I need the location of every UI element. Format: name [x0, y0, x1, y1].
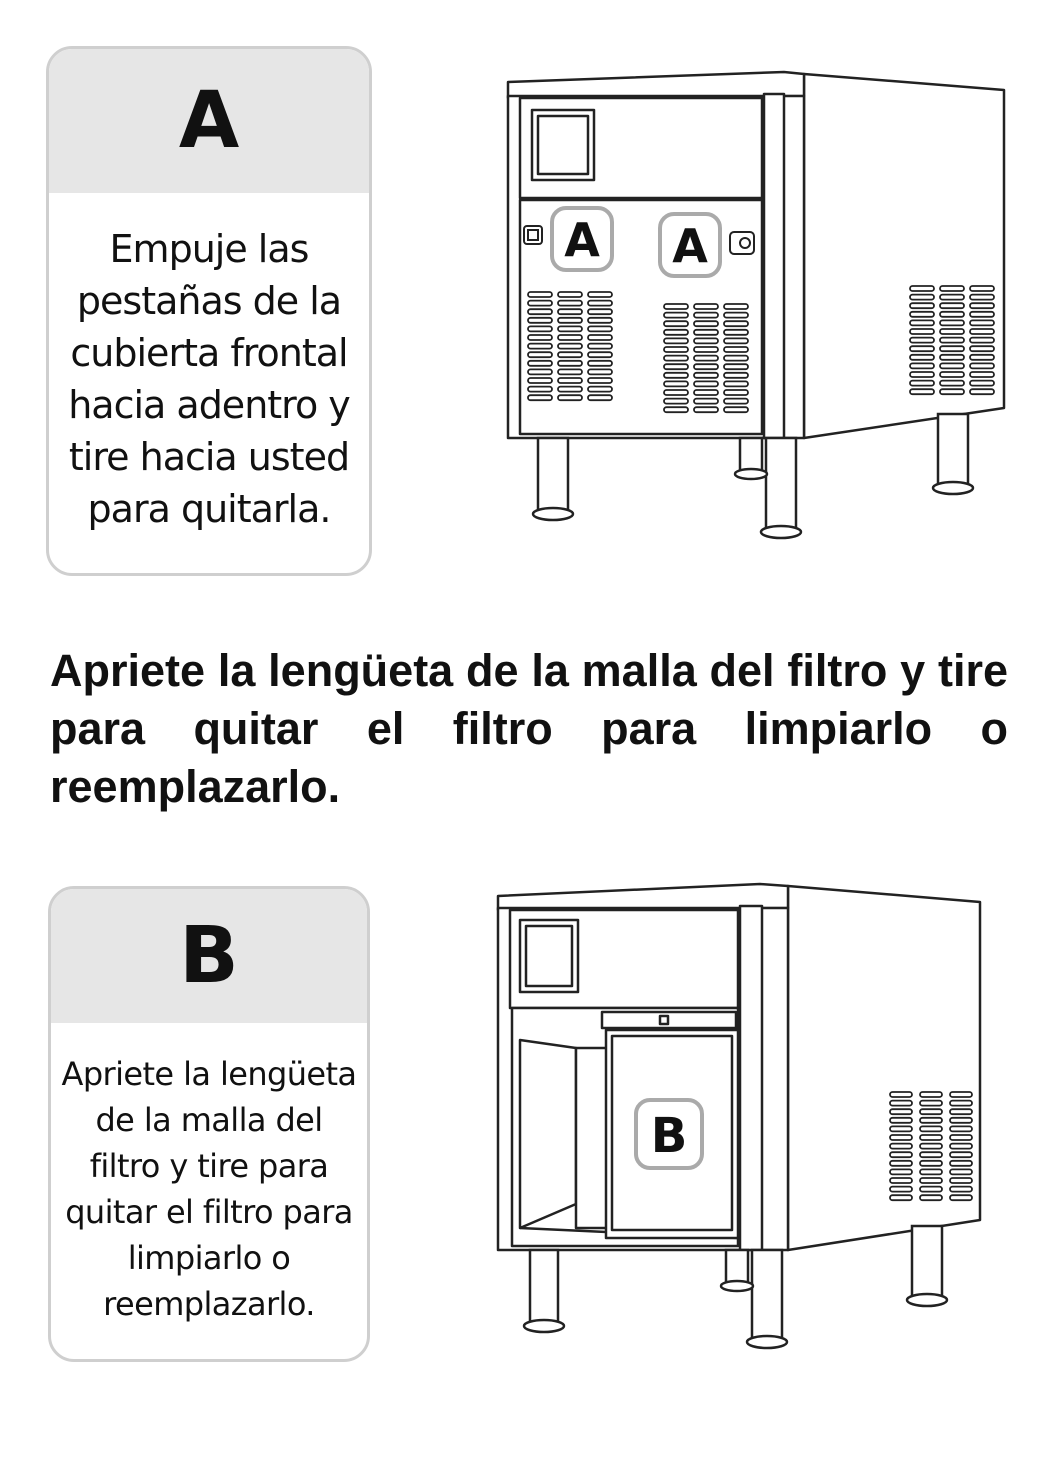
callout-a-right: A [672, 219, 708, 273]
step-b-text: Apriete la lengüeta de la malla del filt… [61, 1055, 358, 1323]
step-b-header: B [51, 889, 367, 1023]
step-a-letter: A [178, 76, 240, 166]
callout-a-left: A [564, 213, 600, 267]
callout-b: B [651, 1108, 688, 1164]
step-a-text: Empuje las pestañas de la cubierta front… [68, 227, 351, 531]
step-b-letter: B [179, 911, 239, 1001]
vent-grille [527, 285, 995, 414]
main-instruction: Apriete la lengüeta de la malla del filt… [50, 645, 1008, 812]
step-a-card: A Empuje las pestañas de la cubierta fro… [46, 46, 372, 576]
step-a-header: A [49, 49, 369, 193]
ice-machine-front-cover-illustration: A A [506, 70, 1006, 540]
step-b-card: B Apriete la lengüeta de la malla del fi… [48, 886, 370, 1362]
ice-machine-filter-illustration: B [496, 882, 982, 1350]
vent-grille [889, 1091, 973, 1202]
